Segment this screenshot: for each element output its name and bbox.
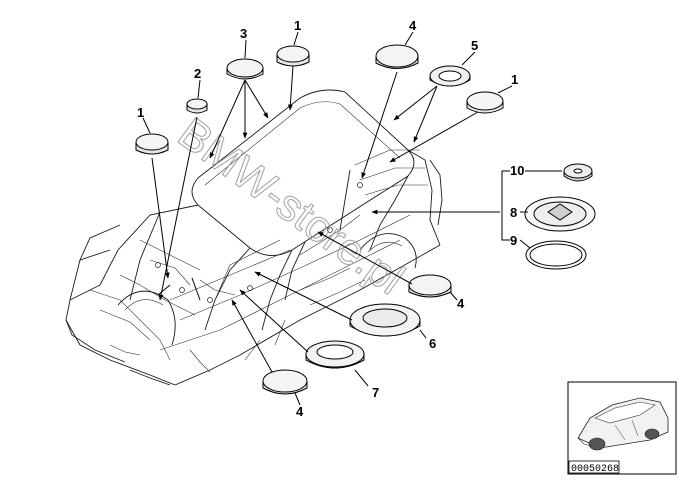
car-thumbnail-icon <box>577 397 669 451</box>
thumbnail-ref-number: 00050268 <box>571 464 619 475</box>
nut-part-10 <box>563 163 593 182</box>
plug-part-1-top <box>276 45 310 67</box>
vehicle-body-shell <box>65 89 443 386</box>
plug-part-4-mid <box>408 274 452 298</box>
callout-6: 6 <box>429 336 436 351</box>
callout-9: 9 <box>510 233 517 248</box>
callout-1-left: 1 <box>137 105 144 120</box>
callout-2: 2 <box>194 66 201 81</box>
callout-7: 7 <box>372 385 379 400</box>
callout-4-bottom: 4 <box>296 404 304 419</box>
leader-lines <box>142 31 562 406</box>
grommet-part-5 <box>429 65 471 87</box>
callout-1-top: 1 <box>294 18 301 33</box>
callout-4-top: 4 <box>409 18 417 33</box>
plug-part-1-right <box>466 91 504 114</box>
cover-part-6 <box>349 303 421 337</box>
callout-5: 5 <box>471 38 478 53</box>
cover-part-8 <box>524 196 596 232</box>
plug-part-4-bottom <box>262 369 308 395</box>
vehicle-thumbnail: 00050268 <box>567 381 677 475</box>
callout-1-right: 1 <box>511 72 518 87</box>
plug-part-4-top <box>375 44 419 69</box>
seal-ring-part-9 <box>525 240 587 270</box>
plug-part-1-left <box>135 133 169 155</box>
callout-10: 10 <box>510 163 524 178</box>
callout-8: 8 <box>510 205 517 220</box>
callout-3: 3 <box>240 26 247 41</box>
grommet-part-7 <box>305 340 365 369</box>
plug-part-2 <box>186 98 208 114</box>
callout-4-mid: 4 <box>457 296 465 311</box>
plug-part-3 <box>226 58 264 80</box>
